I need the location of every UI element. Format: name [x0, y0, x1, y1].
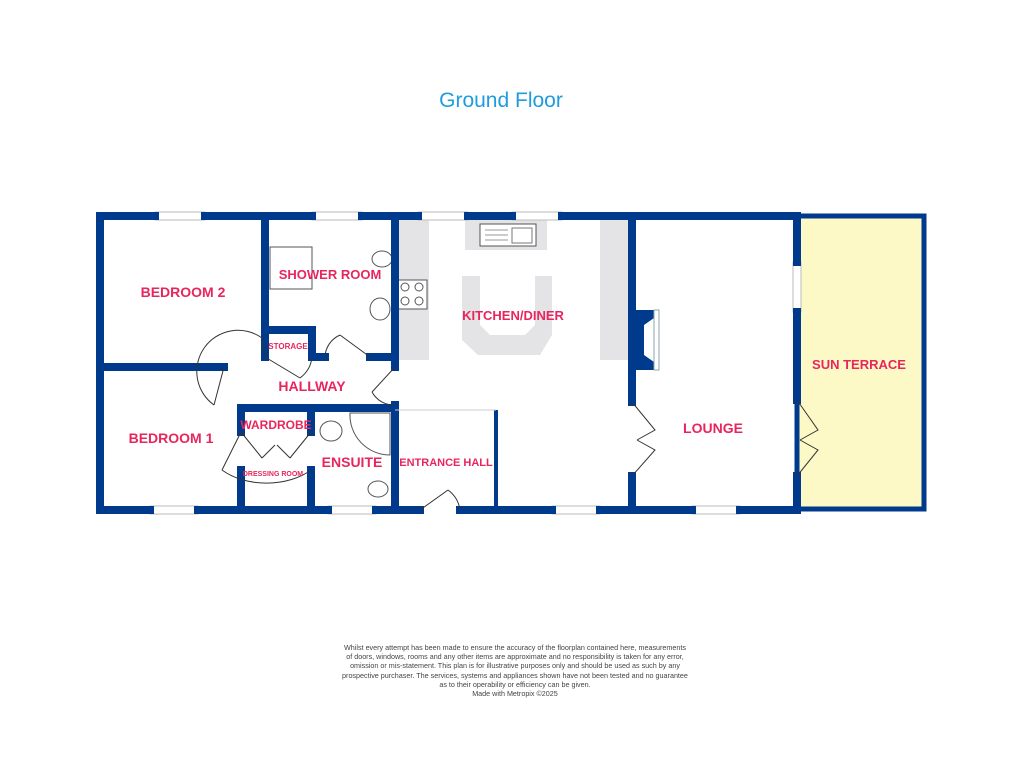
disclaimer-line: of doors, windows, rooms and any other i…	[346, 652, 684, 662]
shower-tray-icon	[269, 246, 313, 290]
room-label-dressing-room: DRESSING ROOM	[243, 471, 303, 478]
fireplace-icon	[636, 309, 660, 371]
room-label-kitchen-diner: KITCHEN/DINER	[462, 308, 564, 323]
basin-icon	[369, 297, 391, 321]
doors	[196, 329, 819, 511]
disclaimer-line: prospective purchaser. The services, sys…	[342, 670, 688, 680]
basin-icon	[319, 420, 343, 442]
disclaimer: Whilst every attempt has been made to en…	[330, 643, 700, 698]
room-label-lounge: LOUNGE	[683, 420, 743, 436]
room-label-bedroom-2: BEDROOM 2	[141, 284, 226, 300]
room-label-sun-terrace: SUN TERRACE	[812, 357, 906, 372]
disclaimer-line: Whilst every attempt has been made to en…	[344, 643, 686, 652]
credit: Made with Metropix ©2025	[472, 689, 558, 699]
room-label-bedroom-1: BEDROOM 1	[129, 430, 214, 446]
room-label-shower-room: SHOWER ROOM	[279, 267, 382, 282]
walls	[96, 212, 801, 514]
sun-terrace-area	[794, 213, 927, 512]
room-label-storage: STORAGE	[268, 342, 308, 351]
toilet-icon	[367, 480, 389, 498]
room-label-wardrobe: WARDROBE	[240, 418, 311, 432]
floor-title: Ground Floor	[439, 89, 563, 112]
corner-shower-icon	[349, 412, 391, 456]
room-label-entrance-hall: ENTRANCE HALL	[399, 457, 493, 469]
disclaimer-line: as to their operability or efficiency ca…	[439, 679, 591, 689]
hob-icon	[397, 279, 428, 310]
room-label-hallway: HALLWAY	[278, 378, 346, 394]
toilet-icon	[371, 250, 393, 268]
sink-icon	[479, 223, 537, 247]
room-label-ensuite: ENSUITE	[322, 454, 383, 470]
disclaimer-line: omission or mis-statement. This plan is …	[350, 661, 680, 671]
